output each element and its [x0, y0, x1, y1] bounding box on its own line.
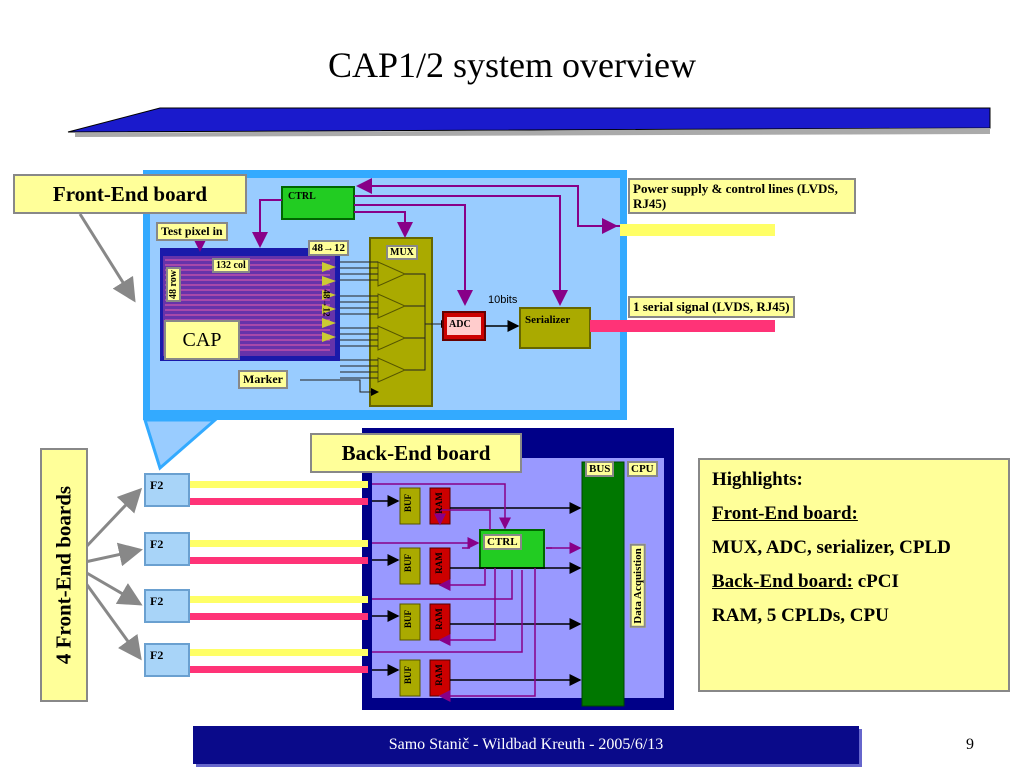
cap-label: CAP — [164, 320, 240, 360]
marker-label: Marker — [238, 370, 288, 389]
ram-label: RAM — [433, 608, 444, 630]
adc-label: ADC — [449, 319, 471, 330]
mux-ratio-label: 48→12 — [308, 240, 349, 256]
test-pixel-label: Test pixel in — [156, 222, 228, 241]
slide-title: CAP1/2 system overview — [328, 45, 696, 85]
bus-label: BUS — [585, 461, 615, 477]
buf-label: BUF — [403, 610, 413, 628]
be-ctrl-label: CTRL — [483, 534, 522, 550]
back-end-board-label: Back-End board — [310, 433, 522, 473]
ram-label: RAM — [433, 552, 444, 574]
col-label: 132 col — [212, 258, 250, 273]
ram-label: RAM — [433, 492, 444, 514]
buf-label: BUF — [403, 666, 413, 684]
data-acquisition-label: Data Acquistion — [629, 544, 646, 628]
f2-boxes — [144, 473, 190, 677]
buf-label: BUF — [403, 554, 413, 572]
power-supply-label: Power supply & control lines (LVDS, RJ45… — [628, 178, 856, 214]
highlights-heading: Highlights: — [712, 469, 803, 490]
be-highlight-text2: RAM, 5 CPLDs, CPU — [712, 605, 889, 626]
fe-ctrl-label: CTRL — [288, 191, 316, 202]
fe-control-lines — [192, 178, 620, 306]
fe-highlight-heading: Front-End board: — [712, 503, 858, 524]
row-label: 48 row — [165, 267, 181, 302]
be-highlight-heading: Back-End board: — [712, 571, 853, 592]
highlights-box: Highlights: Front-End board: MUX, ADC, s… — [698, 458, 1010, 692]
page-number: 9 — [966, 736, 974, 753]
fe-highlight-text: MUX, ADC, serializer, CPLD — [712, 537, 951, 558]
mux-label: MUX — [386, 245, 418, 260]
be-highlight-text: cPCI — [852, 571, 899, 592]
footer: Samo Stanič - Wildbad Kreuth - 2005/6/13 — [193, 726, 859, 764]
f2-label: F2 — [150, 648, 164, 662]
buf-label: BUF — [403, 494, 413, 512]
mux-block — [300, 237, 449, 407]
buf-ram-blocks — [399, 487, 451, 697]
front-end-count-label: 4 Front-End boards — [40, 448, 88, 702]
header-decoration — [67, 107, 991, 137]
serializer-label: Serializer — [525, 314, 571, 326]
mux-ratio-vertical-label: 48→12 — [321, 289, 332, 317]
f2-label: F2 — [150, 478, 164, 492]
be-signal-lines — [190, 481, 582, 702]
f2-label: F2 — [150, 537, 164, 551]
front-end-board-label: Front-End board — [13, 174, 247, 214]
bits-label: 10bits — [488, 294, 518, 306]
serial-line — [590, 320, 775, 332]
f2-label: F2 — [150, 594, 164, 608]
fe-ctrl-block — [281, 186, 355, 220]
ram-label: RAM — [433, 664, 444, 686]
cpu-label: CPU — [627, 461, 658, 477]
power-line — [620, 224, 775, 236]
serial-signal-label: 1 serial signal (LVDS, RJ45) — [628, 296, 795, 318]
pointer-arrows — [78, 213, 143, 661]
